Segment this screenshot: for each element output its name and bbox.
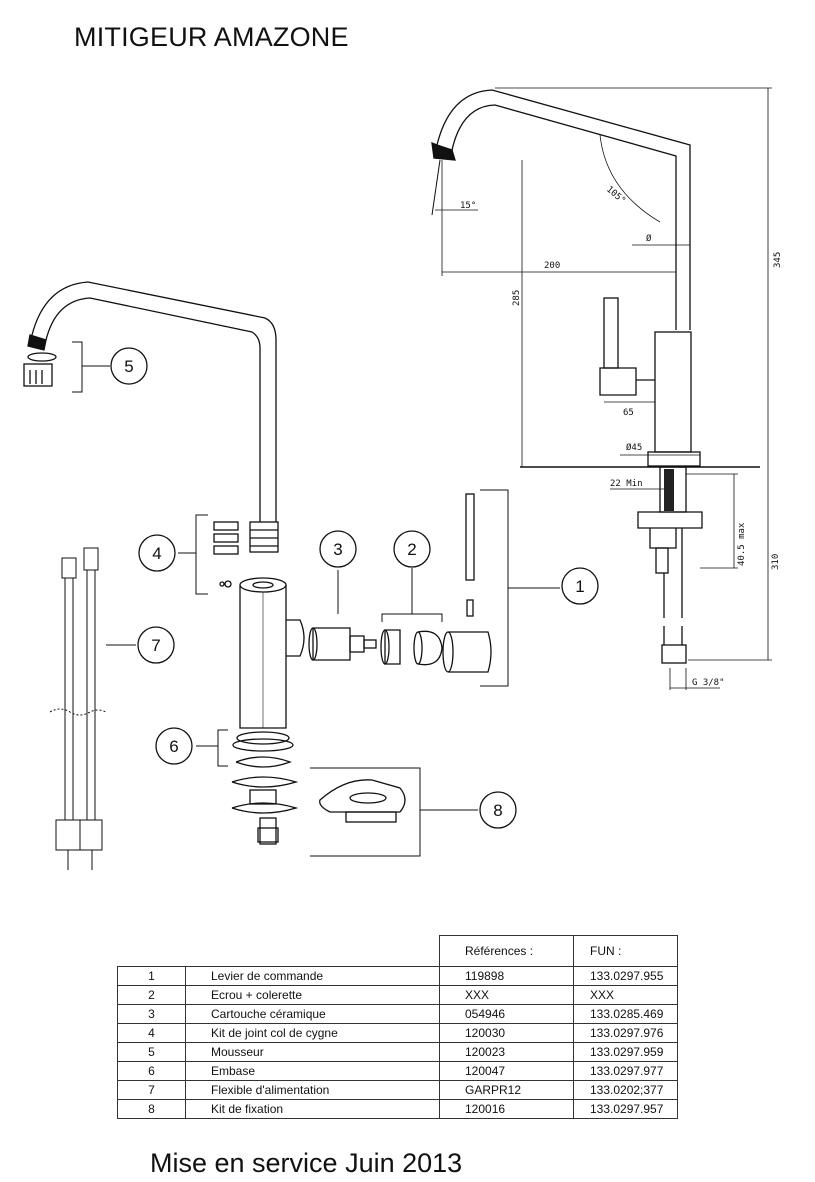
cell-fun: 133.0285.469 [573,1004,678,1024]
cell-num: 4 [117,1023,186,1043]
callout-circle-1 [561,567,599,605]
dim-angle-tip: 15° [460,201,476,211]
callout-circle-5 [110,347,148,385]
cell-num: 5 [117,1042,186,1062]
callout-8: 8 [493,801,502,820]
cell-desc: Levier de commande [185,966,440,986]
dim-angle-spout: 105° [604,185,627,207]
callout-circle-3 [319,530,357,568]
header-fun: FUN : [573,935,678,967]
cell-ref: 054946 [439,1004,574,1024]
faucet-elevation [431,87,772,690]
dim-diameter: Ø [646,233,652,244]
cell-desc: Kit de joint col de cygne [185,1023,440,1043]
callout-circle-7 [137,626,175,664]
callout-circle-8 [479,791,517,829]
dim-thread: G 3/8" [692,678,725,688]
cell-fun: 133.0297.955 [573,966,678,986]
callout-5: 5 [124,357,133,376]
cell-fun: 133.0297.976 [573,1023,678,1043]
footer-note: Mise en service Juin 2013 [150,1148,463,1178]
page-title: MITIGEUR AMAZONE [74,22,349,52]
cell-fun: 133.0297.959 [573,1042,678,1062]
cell-desc: Ecrou + colerette [185,985,440,1005]
callout-3: 3 [333,540,342,559]
cell-desc: Cartouche céramique [185,1004,440,1024]
cell-ref: 120023 [439,1042,574,1062]
cell-desc: Kit de fixation [185,1099,440,1119]
dim-height-total: 345 [773,252,783,268]
cell-ref: 120047 [439,1061,574,1081]
dim-below-deck: 310 [771,554,781,570]
callout-4: 4 [152,544,161,563]
cell-ref: 120030 [439,1023,574,1043]
cell-ref: XXX [439,985,574,1005]
parts-table-header: Références : FUN : [117,935,678,967]
cell-desc: Embase [185,1061,440,1081]
header-references: Références : [439,935,574,967]
callout-1: 1 [575,577,584,596]
callout-circle-6 [155,727,193,765]
dim-lever-offset: 65 [623,408,634,418]
cell-num: 2 [117,985,186,1005]
cell-num: 3 [117,1004,186,1024]
dim-base-diameter: Ø45 [626,442,642,453]
callout-6: 6 [169,737,178,756]
cell-fun: 133.0297.957 [573,1099,678,1119]
cell-ref: GARPR12 [439,1080,574,1100]
dim-deck-min: 22 Min [610,479,643,489]
cell-num: 1 [117,966,186,986]
cell-fun: 133.0202;377 [573,1080,678,1100]
callout-circle-4 [138,534,176,572]
callout-circle-2 [393,530,431,568]
callout-7: 7 [151,636,160,655]
dim-height-spout: 285 [512,290,522,306]
exploded-diagram: 105° 15° Ø 200 285 345 65 Ø45 22 Min 40.… [23,87,783,870]
cell-ref: 119898 [439,966,574,986]
dim-reach: 200 [544,261,560,271]
callout-2: 2 [407,540,416,559]
cell-ref: 120016 [439,1099,574,1119]
exploded-parts [23,281,599,870]
cell-num: 8 [117,1099,186,1119]
cell-desc: Flexible d'alimentation [185,1080,440,1100]
cell-desc: Mousseur [185,1042,440,1062]
cell-num: 6 [117,1061,186,1081]
cell-fun: 133.0297.977 [573,1061,678,1081]
cell-num: 7 [117,1080,186,1100]
cell-fun: XXX [573,985,678,1005]
dim-deck-max: 40.5 max [737,522,747,566]
